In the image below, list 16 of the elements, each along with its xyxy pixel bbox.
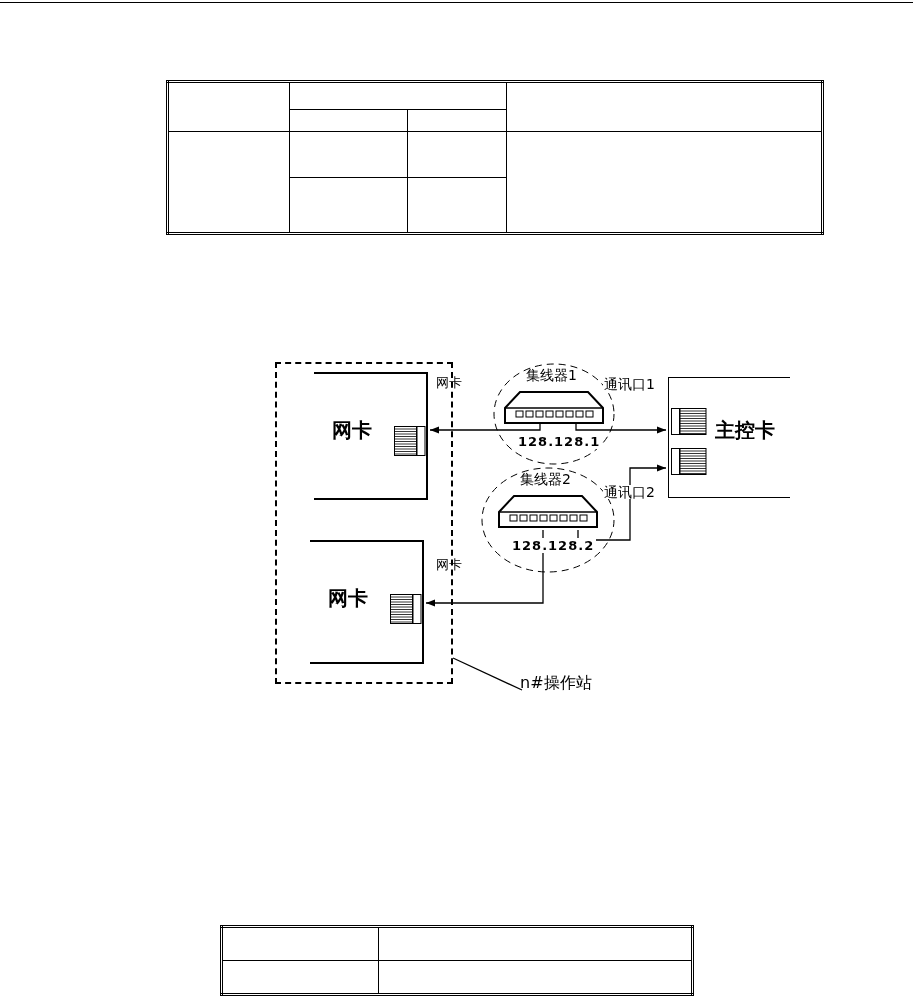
port-label: 网卡 — [436, 376, 462, 389]
edge-label: 通讯口1 — [603, 377, 656, 391]
card-label: 网卡 — [328, 588, 368, 608]
network-card — [314, 372, 428, 500]
main-control-card — [668, 377, 790, 498]
hub-label: 集线器1 — [526, 368, 577, 382]
leader-line — [452, 657, 523, 691]
hub-label: 集线器2 — [520, 472, 571, 486]
edge-label: 通讯口2 — [603, 485, 656, 499]
ip-address: 128.128.2 — [510, 538, 597, 553]
callout-text: n#操作站 — [520, 672, 620, 694]
arrow — [425, 529, 544, 607]
card-label: 网卡 — [332, 420, 372, 440]
ip-address: 128.128.1 — [516, 434, 603, 449]
network-card — [310, 540, 424, 664]
card-label: 主控卡 — [715, 420, 775, 440]
